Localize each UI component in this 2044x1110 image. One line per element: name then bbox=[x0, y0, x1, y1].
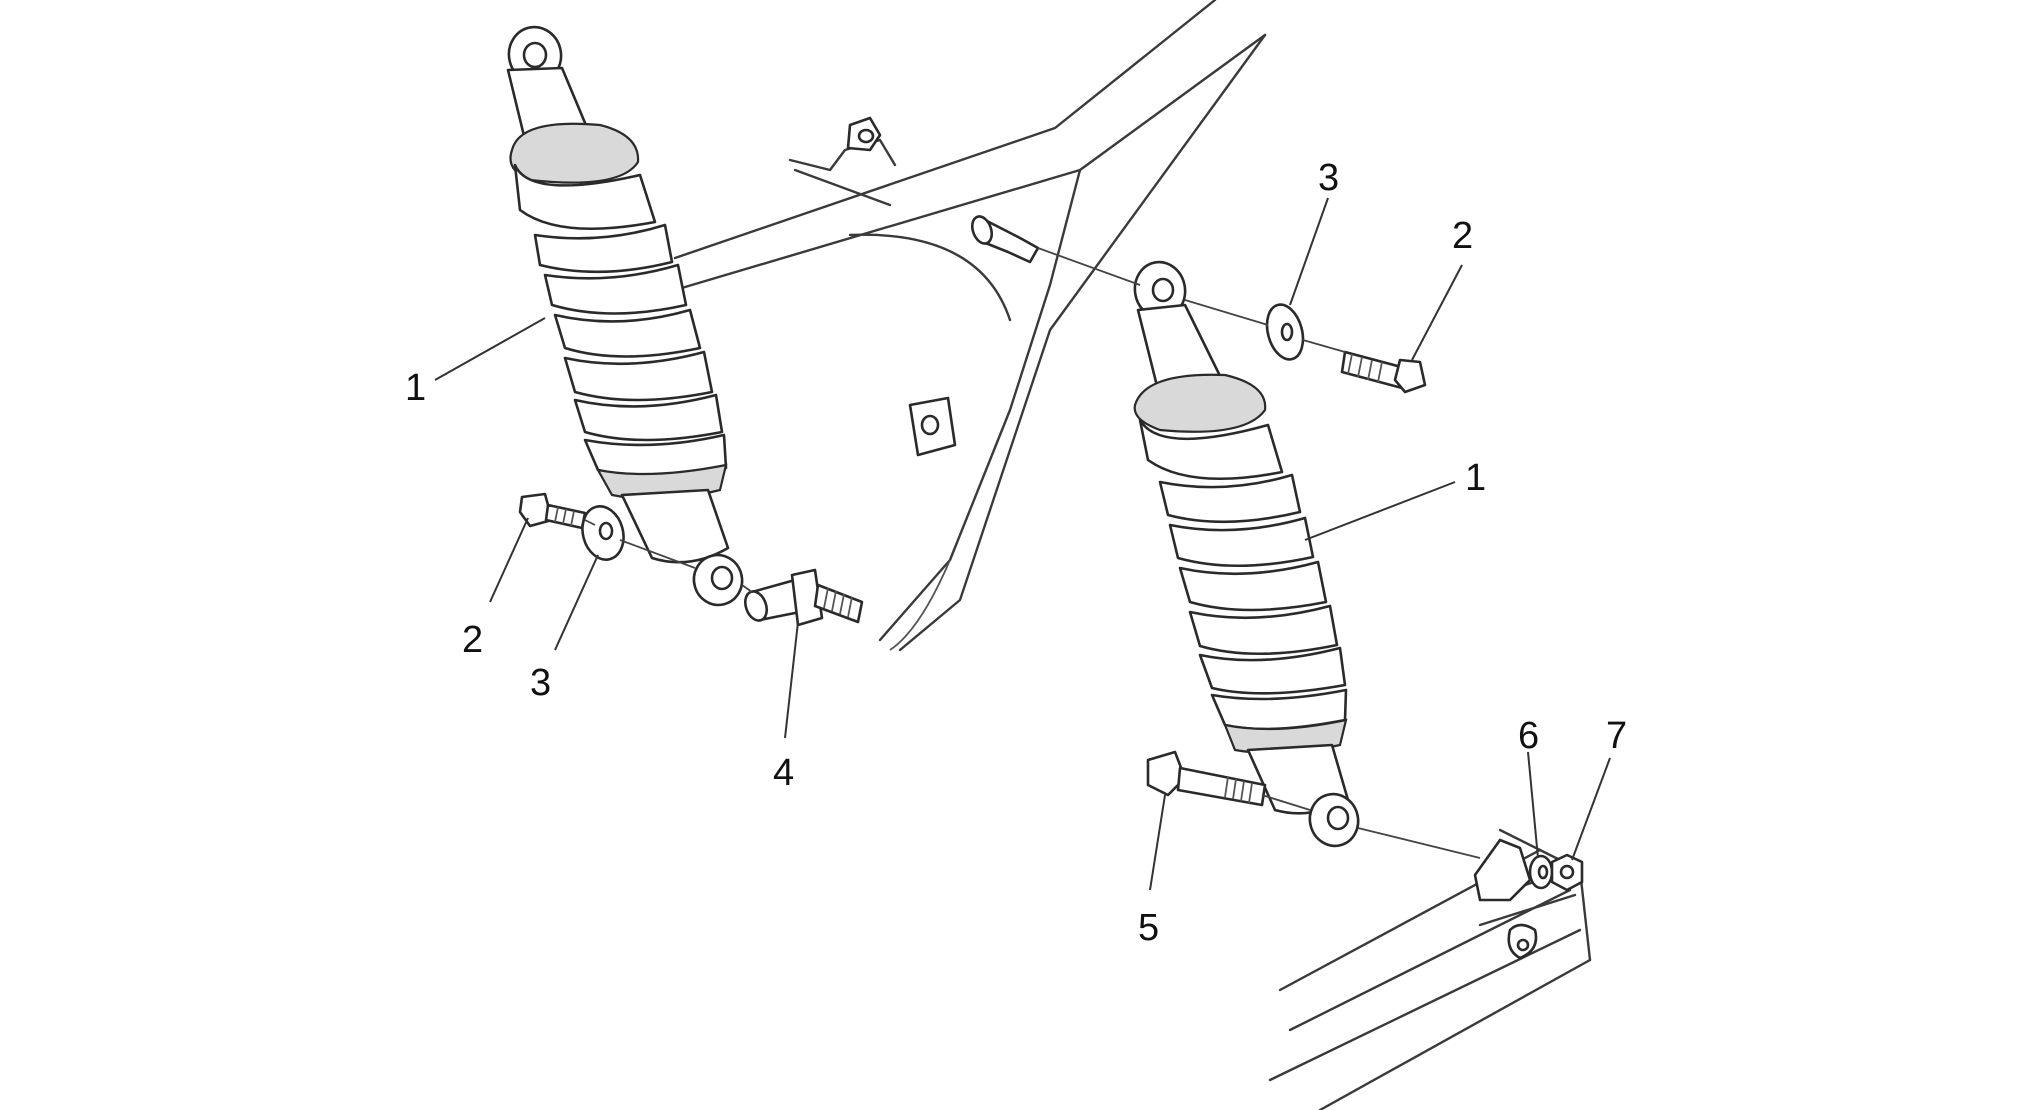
frame-outline bbox=[673, 0, 1267, 652]
callout-left-washer: 3 bbox=[530, 662, 551, 704]
right-washer bbox=[1265, 303, 1305, 361]
upper-mount-pin bbox=[970, 215, 1040, 264]
left-washer bbox=[581, 505, 625, 561]
right-shock-absorber bbox=[1133, 260, 1360, 848]
callout-left-shock: 1 bbox=[405, 367, 426, 409]
callout-stud: 4 bbox=[773, 752, 794, 794]
callout-numbers: 1 1 3 2 2 3 4 5 6 7 bbox=[405, 157, 1627, 949]
callout-left-bolt: 2 bbox=[462, 619, 483, 661]
callout-nut: 7 bbox=[1606, 715, 1627, 757]
left-shock-absorber bbox=[506, 25, 744, 607]
left-bolt bbox=[518, 492, 587, 530]
mounting-stud bbox=[743, 568, 864, 627]
callout-right-bolt: 2 bbox=[1452, 215, 1473, 257]
right-bolt bbox=[1340, 350, 1427, 394]
callout-right-shock: 1 bbox=[1465, 457, 1486, 499]
assembly-axes bbox=[584, 247, 1481, 859]
callout-lower-bolt: 5 bbox=[1138, 907, 1159, 949]
callout-small-washer: 6 bbox=[1518, 715, 1539, 757]
swingarm bbox=[1268, 828, 1592, 1110]
callout-right-washer: 3 bbox=[1318, 157, 1339, 199]
frame-bracket-middle bbox=[908, 396, 957, 457]
lower-bolt bbox=[1146, 750, 1267, 807]
leader-lines bbox=[434, 197, 1611, 891]
small-washer bbox=[1528, 854, 1554, 890]
frame-bracket-top bbox=[846, 116, 882, 152]
nut bbox=[1550, 853, 1584, 892]
